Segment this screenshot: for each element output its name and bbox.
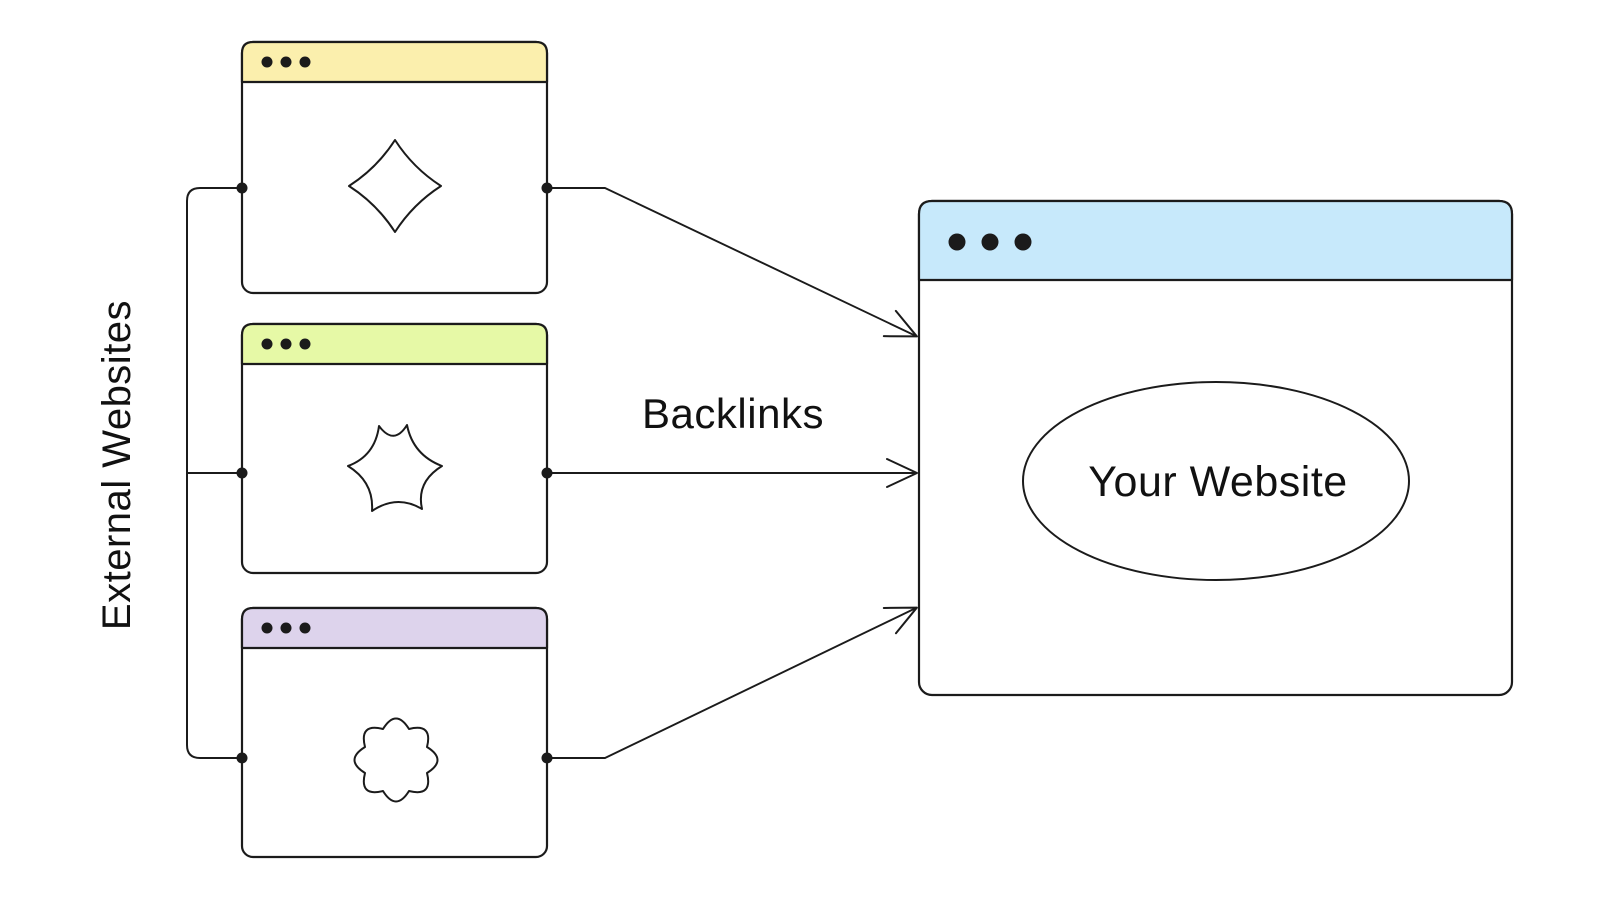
- flower-blob-icon: [353, 717, 439, 803]
- connector-dot: [236, 467, 248, 479]
- your-website-label: Your Website: [1088, 458, 1347, 506]
- window-header: [240, 40, 549, 84]
- external-website-window-1: [240, 40, 549, 295]
- window-header: [917, 199, 1514, 282]
- external-website-window-2: [240, 322, 549, 575]
- external-websites-label: External Websites: [95, 300, 139, 630]
- group-bracket-line: [186, 187, 243, 759]
- backlink-arrow-bottom: [546, 606, 918, 759]
- diamond-blob-icon: [348, 139, 442, 233]
- window-header: [240, 606, 549, 650]
- backlink-arrow-top: [546, 187, 918, 338]
- backlinks-label: Backlinks: [642, 390, 824, 437]
- window-controls-icon: [948, 233, 1032, 251]
- window-controls-icon: [261, 338, 311, 350]
- connector-dot: [541, 752, 553, 764]
- backlink-arrows: [546, 187, 918, 759]
- connector-dots: [236, 182, 553, 764]
- window-controls-icon: [261, 622, 311, 634]
- star-blob-icon: [347, 424, 443, 512]
- your-website-window: Your Website: [917, 199, 1514, 697]
- connector-dot: [236, 752, 248, 764]
- window-header: [240, 322, 549, 366]
- connector-dot: [541, 467, 553, 479]
- your-website-ellipse: [1022, 381, 1410, 581]
- connector-dot: [236, 182, 248, 194]
- window-controls-icon: [261, 56, 311, 68]
- external-website-window-3: [240, 606, 549, 859]
- connector-dot: [541, 182, 553, 194]
